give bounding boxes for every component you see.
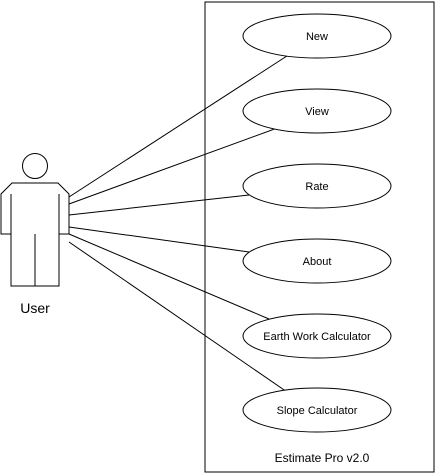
use-case-slope-calculator: Slope Calculator	[242, 387, 392, 433]
use-case-about: About	[242, 238, 392, 284]
use-case-rate: Rate	[242, 163, 392, 209]
actor-head	[22, 153, 48, 179]
system-label: Estimate Pro v2.0	[275, 451, 370, 465]
assoc-about	[68, 226, 250, 253]
assoc-rate	[68, 194, 250, 216]
use-case-label: New	[306, 31, 328, 43]
assoc-slope	[68, 241, 291, 395]
use-case-earth-work-calculator: Earth Work Calculator	[242, 313, 392, 359]
use-case-label: About	[303, 256, 332, 268]
system-boundary	[204, 1, 435, 473]
actor-label: User	[20, 300, 50, 316]
actor-user: User	[0, 153, 70, 316]
assoc-earth-work	[68, 233, 270, 320]
use-case-view: View	[242, 88, 392, 134]
use-case-label: View	[305, 106, 329, 118]
use-case-label: Slope Calculator	[277, 405, 358, 417]
use-case-new: New	[242, 13, 392, 59]
use-case-label: Rate	[305, 181, 328, 193]
use-case-label: Earth Work Calculator	[263, 331, 371, 343]
associations	[68, 53, 291, 395]
assoc-view	[68, 126, 281, 205]
assoc-new	[68, 53, 291, 198]
